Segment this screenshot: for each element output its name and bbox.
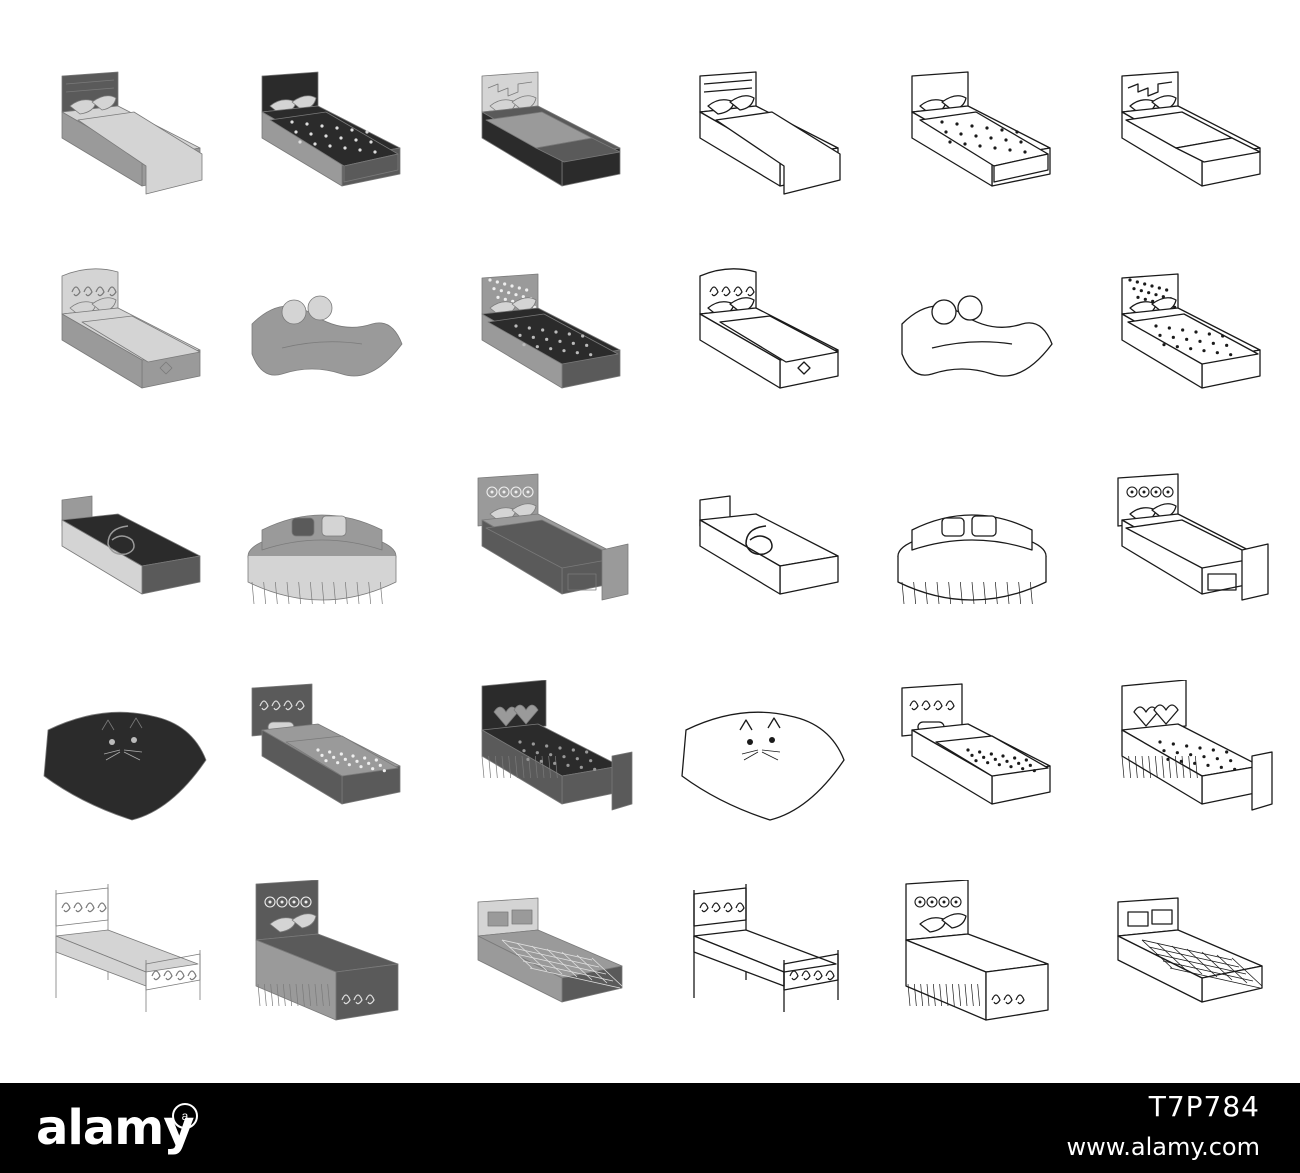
- ornate-bed-mono-icon: [22, 264, 222, 424]
- wave-bed-outline-icon: [872, 264, 1072, 424]
- canopy-bed-outline-icon: [872, 880, 1072, 1040]
- ornate-bed-outline-icon: [660, 264, 860, 424]
- patterned-bed-mono-icon: [222, 62, 422, 222]
- single-bed-outline-icon: [660, 62, 860, 222]
- cat-bed-outline-icon: [660, 680, 860, 840]
- modern-bed-mono-icon: [442, 62, 642, 222]
- single-bed-mono-icon: [22, 62, 222, 222]
- bed-icon-grid: [22, 62, 1282, 1040]
- round-bed-outline-icon: [872, 470, 1072, 630]
- heart-bed-mono-icon: [442, 680, 642, 840]
- scroll-bed-mono-icon: [222, 680, 422, 840]
- floral-bed-outline-icon: [1082, 264, 1282, 424]
- modern-bed-outline-icon: [1082, 62, 1282, 222]
- canopy-bed-mono-icon: [222, 880, 422, 1040]
- iron-bed-outline-icon: [660, 880, 860, 1040]
- quilted-bed-mono-icon: [442, 880, 642, 1040]
- site-url: www.alamy.com: [1066, 1133, 1260, 1161]
- panel-bed-mono-icon: [442, 470, 642, 630]
- registered-mark-icon: a: [172, 1103, 198, 1129]
- watermark-banner: alamy a T7P784 www.alamy.com: [0, 1083, 1300, 1173]
- iron-bed-mono-icon: [22, 880, 222, 1040]
- wave-bed-mono-icon: [222, 264, 422, 424]
- patterned-bed-outline-icon: [872, 62, 1072, 222]
- panel-bed-outline-icon: [1082, 470, 1282, 630]
- image-code: T7P784: [1148, 1090, 1260, 1123]
- cat-bed-mono-icon: [22, 680, 222, 840]
- brand-logo: alamy: [36, 1100, 195, 1156]
- spiral-bed-outline-icon: [660, 470, 860, 630]
- floral-bed-mono-icon: [442, 264, 642, 424]
- round-bed-mono-icon: [222, 470, 422, 630]
- quilted-bed-outline-icon: [1082, 880, 1282, 1040]
- heart-bed-outline-icon: [1082, 680, 1282, 840]
- scroll-bed-outline-icon: [872, 680, 1072, 840]
- spiral-bed-mono-icon: [22, 470, 222, 630]
